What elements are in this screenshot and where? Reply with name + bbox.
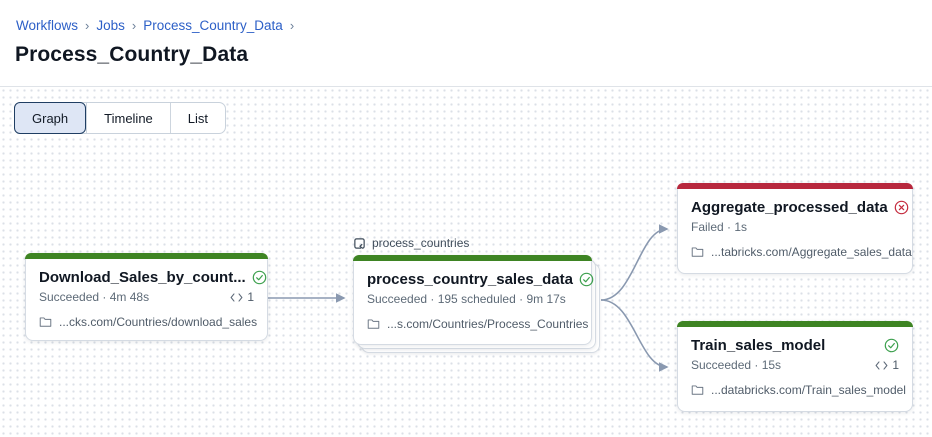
task-node-process-country[interactable]: process_country_sales_data Succeeded · 1… (353, 255, 600, 353)
task-status-duration: Failed · 1s (691, 220, 748, 234)
breadcrumb-job-name[interactable]: Process_Country_Data (143, 18, 283, 33)
status-bar-success (353, 255, 592, 261)
code-icon (875, 360, 888, 370)
task-status-duration: Succeeded · 195 scheduled · 9m 17s (367, 292, 566, 306)
status-bar-failed (677, 183, 913, 189)
task-title: Download_Sales_by_count... (39, 269, 246, 286)
page-header: Workflows › Jobs › Process_Country_Data … (0, 0, 932, 87)
task-title: Aggregate_processed_data (691, 199, 888, 216)
code-count-value: 1 (247, 290, 254, 304)
folder-icon (691, 246, 704, 258)
breadcrumb-separator: › (131, 18, 137, 33)
code-count: 1 (230, 290, 254, 304)
task-path: ...databricks.com/Train_sales_model (711, 383, 906, 397)
edge-process-to-train (600, 299, 669, 372)
task-node-download-sales[interactable]: Download_Sales_by_count... Succeeded · 4… (25, 253, 268, 341)
foreach-task-label: process_countries (353, 236, 469, 250)
foreach-label-text: process_countries (372, 236, 470, 250)
task-path: ...cks.com/Countries/download_sales (59, 315, 258, 329)
folder-icon (39, 316, 52, 328)
breadcrumb-separator: › (289, 18, 295, 33)
code-icon (230, 292, 243, 302)
task-title: Train_sales_model (691, 337, 826, 354)
breadcrumb-separator: › (85, 18, 90, 33)
status-bar-success (677, 321, 913, 327)
check-circle-icon (252, 270, 267, 285)
tab-graph[interactable]: Graph (14, 102, 87, 134)
check-circle-icon (579, 272, 594, 287)
breadcrumb-jobs[interactable]: Jobs (96, 18, 125, 33)
code-count-value: 1 (892, 358, 899, 372)
task-node-train-model[interactable]: Train_sales_model Succeeded · 15s 1 (677, 321, 913, 412)
task-path: ...s.com/Countries/Process_Countries (387, 317, 589, 331)
folder-icon (367, 318, 380, 330)
edge-process-to-aggregate (600, 224, 669, 301)
task-title: process_country_sales_data (367, 271, 573, 288)
tab-list[interactable]: List (169, 103, 225, 133)
loop-icon (353, 237, 366, 250)
status-bar-success (25, 253, 268, 259)
task-status-duration: Succeeded · 4m 48s (39, 290, 150, 304)
task-path: ...tabricks.com/Aggregate_sales_data (711, 245, 912, 259)
x-circle-icon (894, 200, 909, 215)
breadcrumb: Workflows › Jobs › Process_Country_Data … (16, 18, 294, 33)
code-count: 1 (875, 358, 899, 372)
folder-icon (691, 384, 704, 396)
breadcrumb-workflows[interactable]: Workflows (16, 18, 79, 33)
check-circle-icon (884, 338, 899, 353)
view-tabs: Graph Timeline List (14, 102, 227, 134)
task-status-duration: Succeeded · 15s (691, 358, 782, 372)
tab-timeline[interactable]: Timeline (86, 103, 170, 133)
task-node-aggregate[interactable]: Aggregate_processed_data Failed · 1s ...… (677, 183, 913, 274)
page-title: Process_Country_Data (15, 43, 249, 66)
graph-canvas[interactable]: Graph Timeline List Download_Sales_by_co… (0, 87, 932, 437)
